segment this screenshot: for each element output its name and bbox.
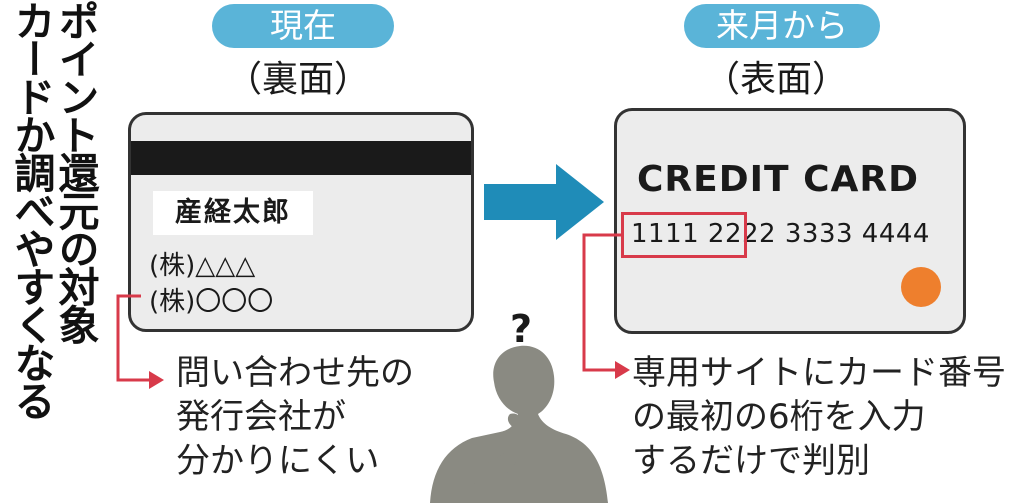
back-side-label: （裏面） <box>226 59 371 100</box>
thinking-person-icon <box>430 345 608 503</box>
next-month-badge: 来月から <box>684 4 880 48</box>
left-callout-connector <box>116 294 150 382</box>
question-mark: ? <box>510 307 532 351</box>
right-callout-connector <box>582 233 621 372</box>
card-front: CREDIT CARD 1111 2222 3333 4444 <box>614 108 966 334</box>
credit-card-title: CREDIT CARD <box>637 159 919 200</box>
card-holder-name: 産経太郎 <box>153 191 313 235</box>
left-note-line-1: 問い合わせ先の <box>176 353 414 393</box>
right-note-line-3: するだけで判別 <box>632 441 870 481</box>
current-badge: 現在 <box>212 4 394 48</box>
right-note-line-1: 専用サイトにカード番号 <box>632 353 1006 393</box>
magnetic-stripe <box>131 141 471 175</box>
right-callout-arrowhead <box>615 361 630 379</box>
company-line-2: (株)〇〇〇 <box>149 287 274 317</box>
card-number: 1111 2222 3333 4444 <box>631 219 930 249</box>
left-callout-arrowhead <box>149 371 164 389</box>
title-line-2: カードか調べやすくなる <box>7 0 55 418</box>
front-side-label: （表面） <box>704 59 849 100</box>
right-note-line-2: の最初の6桁を入力 <box>632 397 926 437</box>
transition-arrow-icon <box>484 164 604 240</box>
orange-chip-icon <box>901 267 941 307</box>
left-note-line-2: 発行会社が <box>176 397 346 437</box>
title-line-1: ポイント還元の対象 <box>51 0 99 342</box>
left-note-line-3: 分かりにくい <box>176 441 380 481</box>
company-line-1: (株)△△△ <box>149 251 256 281</box>
card-back: 産経太郎 (株)△△△ (株)〇〇〇 <box>128 112 474 332</box>
first-six-digits-highlight <box>621 212 747 258</box>
